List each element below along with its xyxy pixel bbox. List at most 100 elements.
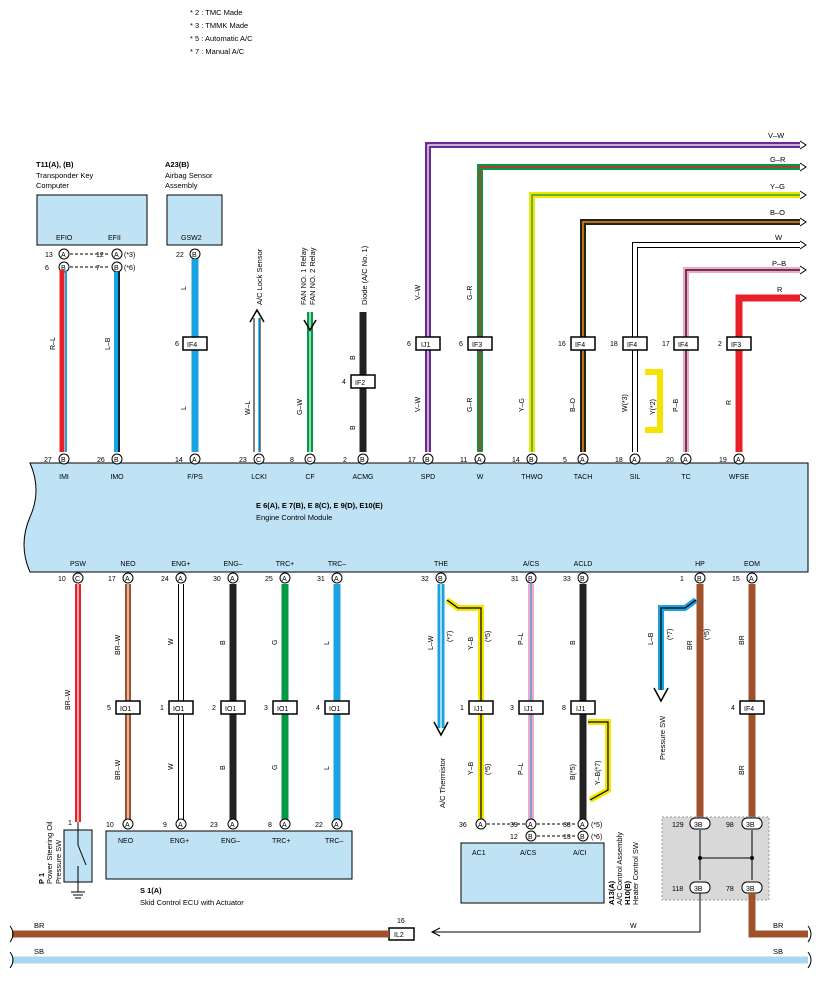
a23-ref: A23(B): [165, 160, 190, 169]
svg-text:A: A: [178, 822, 183, 829]
svg-text:6: 6: [45, 265, 49, 272]
svg-text:B–O: B–O: [570, 397, 577, 412]
pin-label: IMO: [110, 474, 124, 481]
s1-ref: S 1(A): [140, 886, 162, 895]
svg-text:IF4: IF4: [187, 342, 197, 349]
svg-text:SB: SB: [34, 947, 44, 956]
a23-name1: Airbag Sensor: [165, 171, 213, 180]
pin-number: 8: [290, 457, 294, 464]
pin-number: 31: [317, 576, 325, 583]
svg-text:IJ1: IJ1: [421, 342, 430, 349]
pin-connector: A: [632, 457, 637, 464]
svg-text:38: 38: [563, 822, 571, 829]
svg-text:2: 2: [212, 705, 216, 712]
svg-text:V–W: V–W: [415, 396, 422, 412]
pin-number: 11: [460, 457, 467, 464]
pin-number: 17: [408, 457, 416, 464]
svg-text:BR: BR: [34, 921, 45, 930]
pin-number: 18: [615, 457, 623, 464]
svg-text:BR: BR: [687, 640, 694, 650]
svg-text:18: 18: [610, 341, 618, 348]
svg-text:IJ1: IJ1: [474, 706, 483, 713]
pin-label: TRC+: [276, 561, 294, 568]
pin-connector: A: [334, 576, 339, 583]
pin-label: CF: [305, 474, 314, 481]
svg-text:98: 98: [726, 822, 734, 829]
pin-number: 2: [343, 457, 347, 464]
svg-text:36: 36: [459, 822, 467, 829]
bottom-bus: W IL2 16 BR BR SB SB: [9, 893, 812, 969]
svg-text:23: 23: [210, 822, 218, 829]
pin-number: 17: [108, 576, 116, 583]
svg-text:6: 6: [407, 341, 411, 348]
svg-text:A: A: [478, 822, 483, 829]
pin-connector: B: [438, 576, 443, 583]
pin-connector: A: [230, 576, 235, 583]
svg-text:IO1: IO1: [173, 706, 184, 713]
svg-text:A: A: [282, 822, 287, 829]
ecm-top-pin: 8 C CF: [290, 453, 316, 481]
svg-text:W: W: [775, 233, 783, 242]
pin-connector: B: [360, 457, 365, 464]
svg-text:22: 22: [315, 822, 323, 829]
svg-text:R: R: [777, 285, 783, 294]
svg-text:IF3: IF3: [731, 342, 741, 349]
pin-label: IMI: [59, 474, 69, 481]
svg-text:(*5): (*5): [591, 822, 602, 829]
svg-text:10: 10: [106, 822, 114, 829]
svg-text:B: B: [350, 355, 357, 360]
svg-text:B: B: [192, 252, 197, 259]
svg-text:16: 16: [558, 341, 566, 348]
svg-text:1: 1: [68, 820, 72, 827]
t11-pin-efio: EFIO: [56, 235, 73, 242]
svg-text:8: 8: [268, 822, 272, 829]
pin-connector: C: [307, 457, 312, 464]
svg-text:17: 17: [662, 341, 670, 348]
svg-text:3B: 3B: [694, 822, 703, 829]
pin-label: ENG–: [223, 561, 242, 568]
a23-pin-gsw2: GSW2: [181, 235, 202, 242]
pin-number: 19: [719, 457, 727, 464]
pin-connector: B: [528, 576, 533, 583]
svg-text:BR: BR: [739, 765, 746, 775]
pin-connector: B: [61, 457, 66, 464]
pin-connector: A: [192, 457, 197, 464]
pin-number: 26: [97, 457, 105, 464]
svg-text:B: B: [220, 640, 227, 645]
pin-number: 32: [421, 576, 429, 583]
pin-label: ENG+: [171, 561, 190, 568]
svg-text:A: A: [528, 822, 533, 829]
pin-number: 30: [213, 576, 221, 583]
svg-text:12: 12: [510, 834, 518, 841]
svg-text:78: 78: [726, 886, 734, 893]
pin-label: TRC–: [328, 561, 346, 568]
pin-connector: A: [125, 576, 130, 583]
svg-text:4: 4: [342, 379, 346, 386]
pin-connector: B: [697, 576, 702, 583]
svg-text:SB: SB: [773, 947, 783, 956]
svg-text:Y–B: Y–B: [468, 636, 475, 650]
pin-connector: B: [580, 576, 585, 583]
svg-text:16: 16: [397, 918, 405, 925]
svg-text:(*5): (*5): [704, 629, 711, 640]
svg-text:IL2: IL2: [394, 932, 404, 939]
pin-number: 24: [161, 576, 169, 583]
a23-name2: Assembly: [165, 181, 198, 190]
svg-text:P–L: P–L: [518, 762, 525, 775]
s1-pin-trcp: TRC+: [272, 838, 290, 845]
svg-text:Y–B(*7): Y–B(*7): [595, 760, 602, 785]
svg-text:1: 1: [460, 705, 464, 712]
svg-text:B: B: [220, 765, 227, 770]
